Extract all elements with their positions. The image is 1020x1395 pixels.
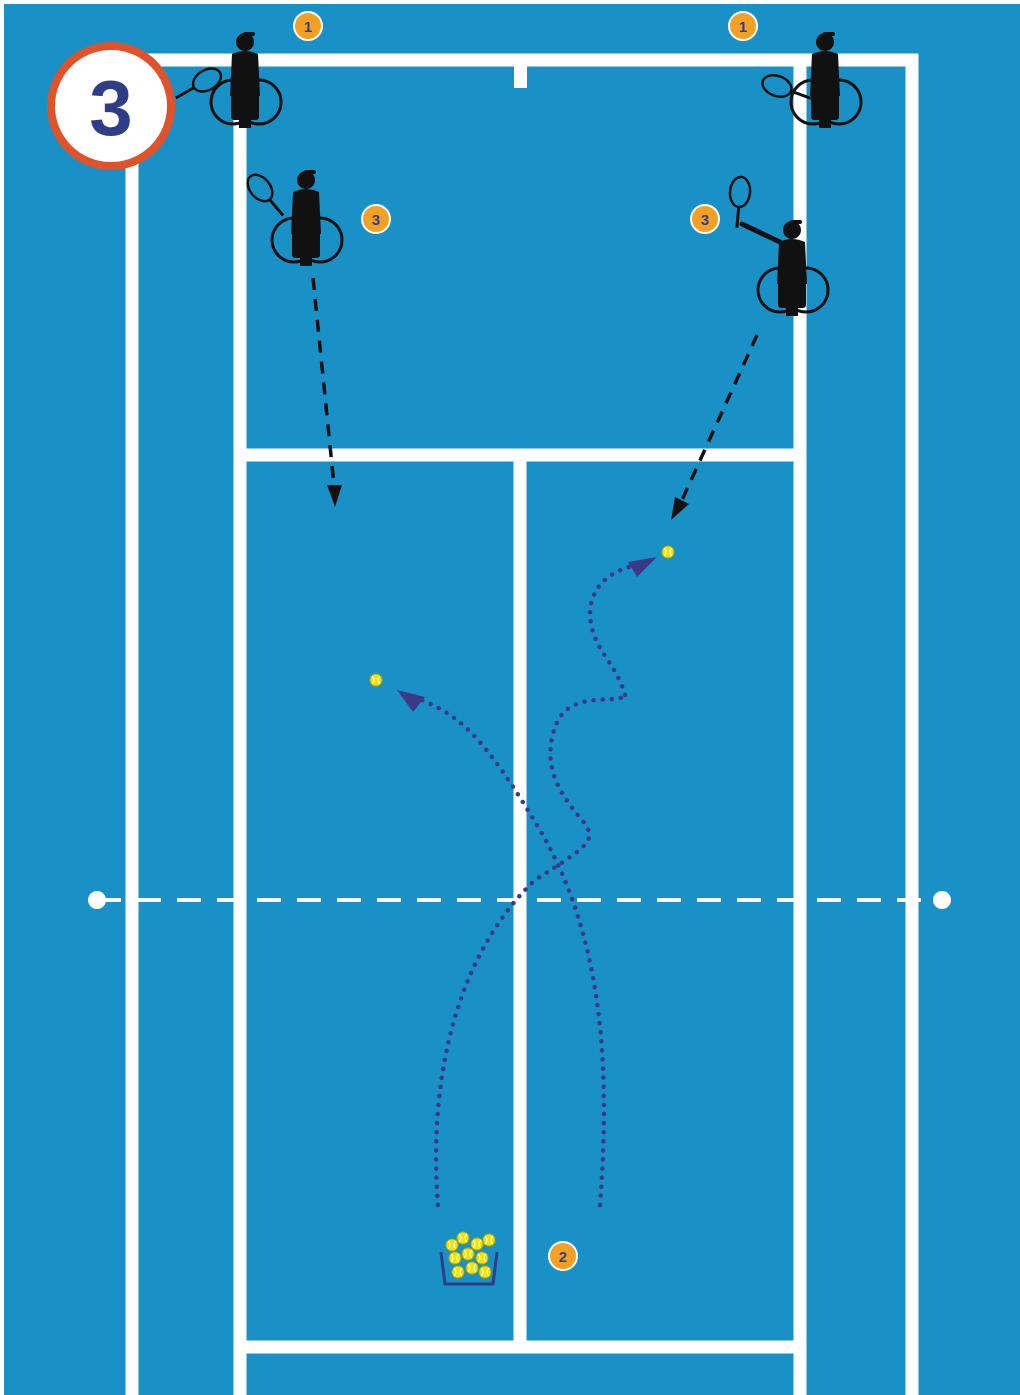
marker-1-top-left: 1 [294,12,322,40]
tennis-ball-icon [662,546,674,558]
marker-label: 1 [739,19,747,36]
net-post-right [933,891,951,909]
marker-3-right: 3 [691,205,719,233]
marker-label: 3 [701,212,709,229]
court-surface [4,4,1020,1395]
marker-label: 3 [372,212,380,229]
marker-1-top-right: 1 [729,12,757,40]
marker-2-feeder: 2 [549,1242,577,1270]
marker-3-left: 3 [362,205,390,233]
step-badge: 3 [51,46,171,166]
net-post-left [88,891,106,909]
marker-label: 1 [304,19,312,36]
step-number: 3 [89,64,132,152]
marker-label: 2 [559,1249,567,1266]
center-mark [514,66,527,88]
tennis-ball-icon [370,674,382,686]
